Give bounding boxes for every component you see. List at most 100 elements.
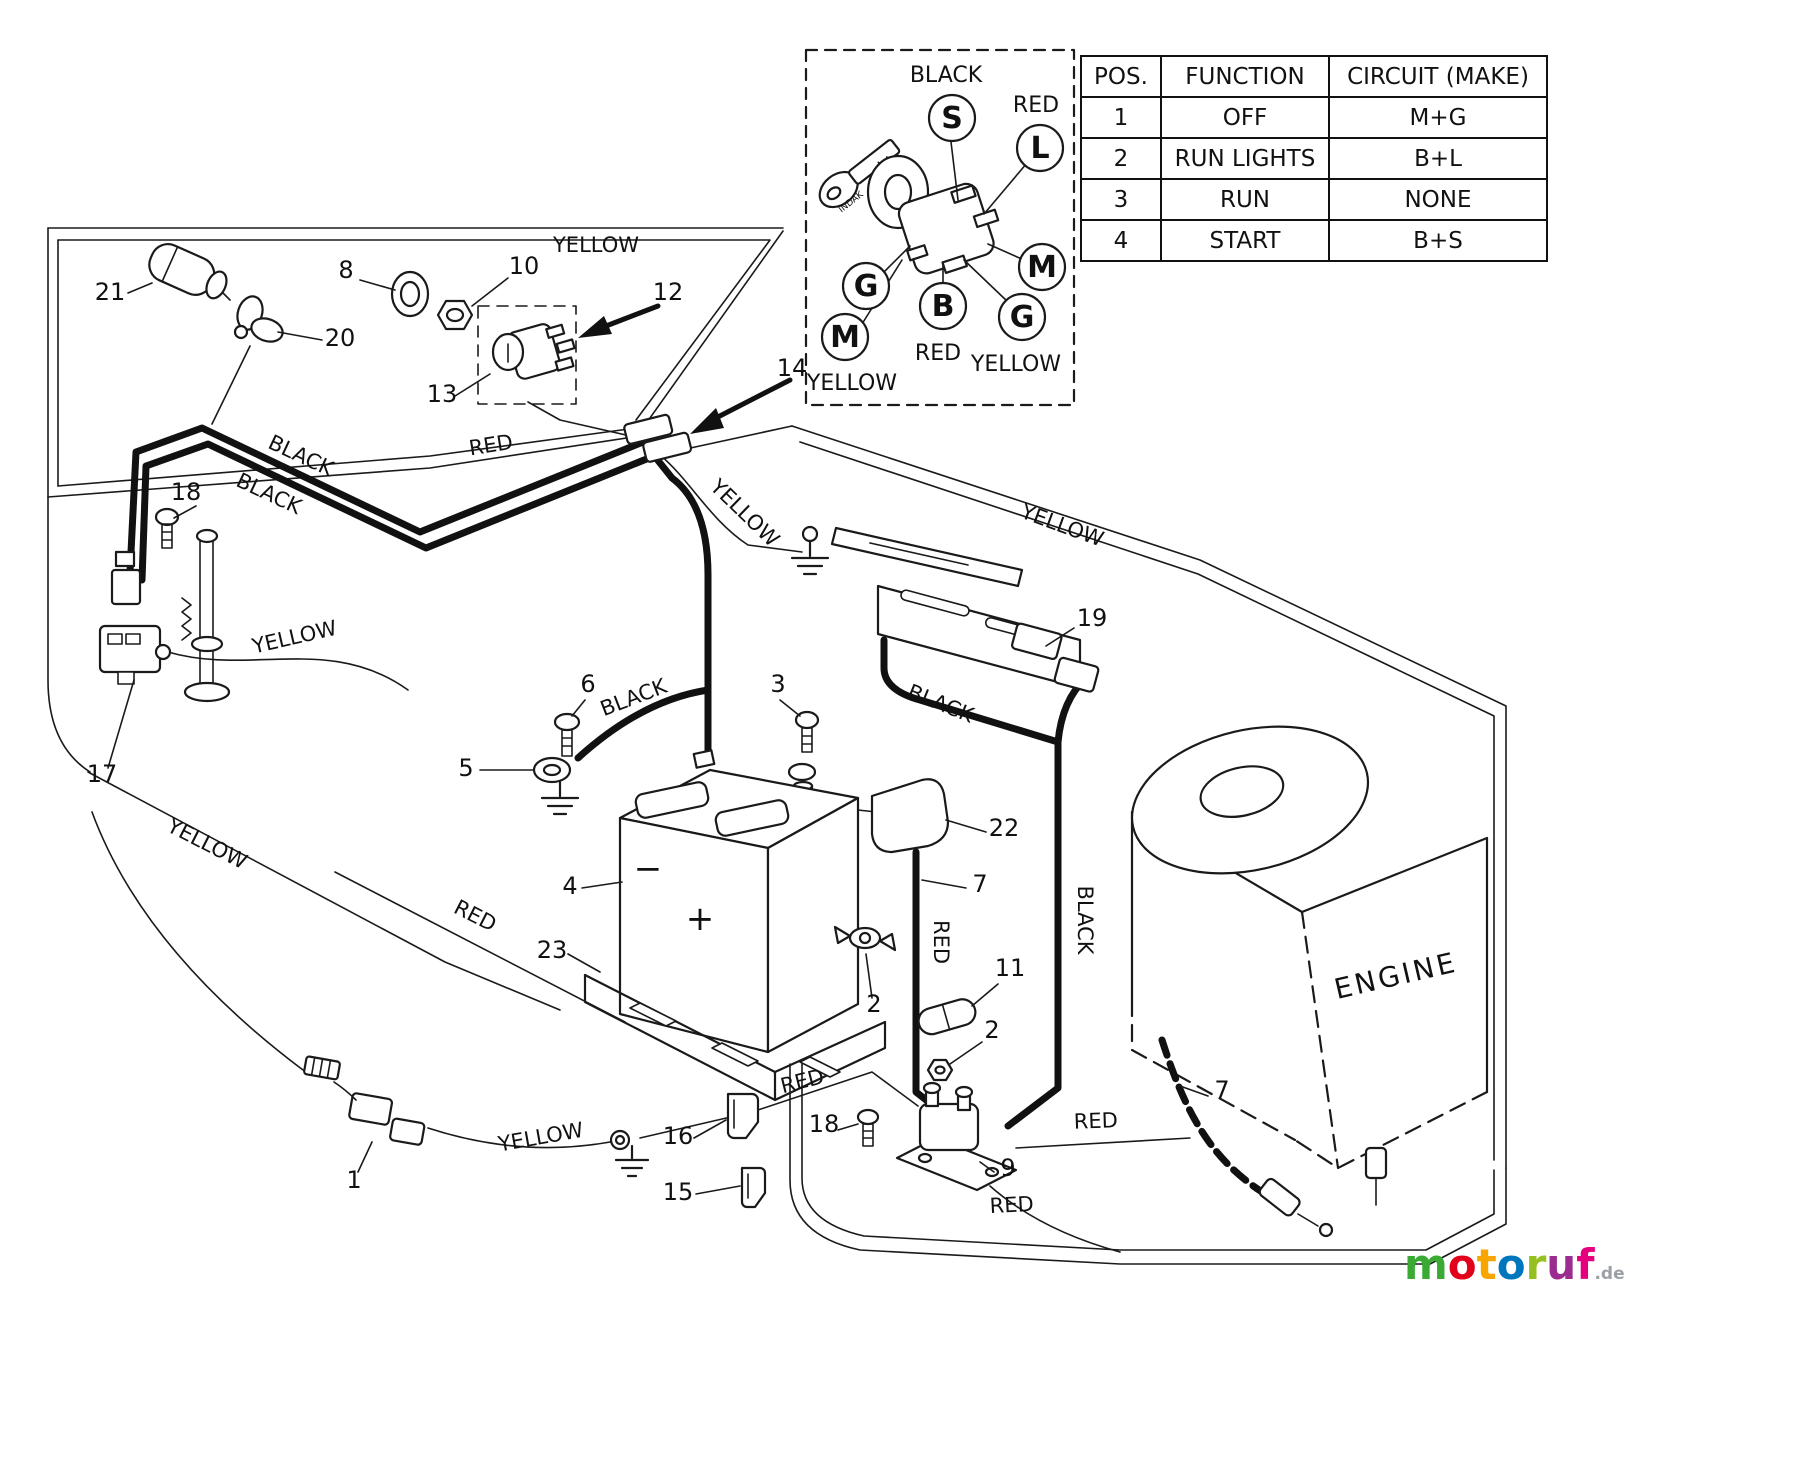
outline-pennant-inner (57, 427, 637, 487)
motoruf-logo[interactable]: motoruf.de (1404, 1240, 1625, 1289)
engine: ENGINE (1130, 725, 1489, 1238)
cell-function: START (1160, 219, 1330, 262)
callout-13: 13 (427, 380, 458, 408)
connector-housing (348, 1092, 394, 1126)
part-20-connector (211, 291, 284, 425)
ground-lines (790, 539, 830, 576)
wire-yellow-left (87, 771, 561, 1011)
wire-label: BLACK (904, 679, 978, 728)
connector-wire (211, 291, 251, 425)
wing (833, 925, 852, 945)
logo-letter: m (1404, 1240, 1448, 1289)
col-header-circuit: CIRCUIT (MAKE) (1328, 55, 1548, 98)
wire-label: RED (929, 920, 953, 964)
ring-terminal-ground (609, 1129, 650, 1178)
bullet-connector (1258, 1177, 1301, 1217)
boot-shape (870, 778, 950, 854)
logo-letter: u (1546, 1240, 1577, 1289)
solenoid-body (918, 1102, 980, 1152)
terminal-circle-m-left (820, 312, 870, 362)
part-2-nut (926, 1058, 954, 1082)
part-19-bracket (830, 526, 1100, 693)
switch-tab (117, 671, 135, 685)
logo-letter: f (1576, 1240, 1595, 1289)
ignition-switch-inset: INDAK S L M G B G M BLACK RED RED YELLOW… (804, 48, 1076, 407)
cell-circuit: M+G (1328, 96, 1548, 139)
terminal-b: B (932, 289, 955, 324)
callout-6: 6 (580, 670, 595, 698)
ground-lines (540, 780, 580, 816)
part-6-bolt (553, 712, 581, 757)
screw-18b-shaft (862, 1123, 874, 1147)
wire-label: RED (1073, 1108, 1118, 1134)
cell-pos: 1 (1080, 96, 1162, 139)
tray-lip (583, 973, 887, 1102)
part-11-fuse (917, 998, 977, 1036)
callout-numbers: 21 20 8 10 12 13 14 18 17 19 6 5 3 4 23 … (87, 252, 1230, 1206)
callout-12: 12 (653, 278, 684, 306)
arrow-12-shaft (603, 303, 661, 329)
callout-19: 19 (1077, 604, 1108, 632)
callout-7b: 7 (1214, 1076, 1229, 1104)
wingnut-hole (858, 931, 872, 945)
wire-label: BLACK (1073, 885, 1097, 955)
clip-shape (740, 1166, 767, 1209)
callout-2a: 2 (866, 990, 881, 1018)
leader-lines (107, 277, 1209, 1195)
cell-pos: 4 (1080, 219, 1162, 262)
tray-slot (711, 1042, 759, 1067)
inset-wire-black: BLACK (910, 63, 983, 88)
cell-circuit: B+S (1328, 219, 1548, 262)
connector-half (642, 431, 693, 463)
table-row: 2 RUN LIGHTS B+L (1080, 137, 1548, 180)
logo-letter: t (1476, 1240, 1497, 1289)
ring-outer (390, 270, 430, 318)
wire-red-left (334, 871, 626, 1023)
plug-body-group (148, 243, 228, 300)
terminal-g-bottom: G (1010, 300, 1035, 335)
fuse-split (941, 1003, 951, 1031)
terminal-g-left: G (854, 269, 879, 304)
nut-hex (436, 299, 474, 331)
plate-hole (984, 1166, 1000, 1178)
arrow-14-shaft (709, 377, 793, 423)
battery-tray-23 (583, 973, 887, 1102)
part-2-wingnut (833, 925, 897, 952)
ignition-key: INDAK (818, 139, 901, 215)
wire-label: YELLOW (163, 813, 252, 874)
clip-16 (726, 1092, 760, 1140)
table-row: 4 START B+S (1080, 219, 1548, 262)
wing (878, 932, 897, 952)
col-header-pos: POS. (1080, 55, 1162, 98)
battery-ground-cable (574, 686, 712, 762)
battery-minus-sign: − (634, 849, 663, 889)
wire-label: YELLOW (705, 474, 784, 552)
outline-left-lower (47, 496, 91, 773)
black-cable-upper (126, 424, 652, 576)
nut-hole (934, 1065, 946, 1075)
callout-16: 16 (663, 1122, 694, 1150)
microswitch-plug (114, 550, 136, 568)
terminal-s: S (941, 101, 963, 136)
plate-hole (917, 1152, 933, 1164)
terminal-circle-g-bottom (997, 292, 1047, 342)
table-row: 3 RUN NONE (1080, 178, 1548, 221)
switch-slot (107, 633, 123, 645)
plug-band (161, 246, 178, 282)
wire-solenoid-engine (1015, 1137, 1191, 1149)
outline-pennant (47, 435, 641, 498)
battery-4: + − (618, 749, 860, 1054)
bracket-slot (900, 589, 970, 617)
inset-wire-yellow-left: YELLOW (806, 371, 897, 396)
plug-stripes (310, 1056, 332, 1079)
plug-tip (205, 270, 228, 300)
spare-plug (1364, 1146, 1388, 1180)
keyswitch-dashed-box (477, 305, 577, 405)
callout-14: 14 (777, 354, 808, 382)
table-row: 1 OFF M+G (1080, 96, 1548, 139)
lever-top (195, 528, 219, 544)
wire-bottom-mid (639, 1071, 919, 1139)
wire-label: RED (778, 1064, 827, 1098)
switch-body (98, 624, 162, 674)
terminal-leaders (861, 141, 1028, 325)
